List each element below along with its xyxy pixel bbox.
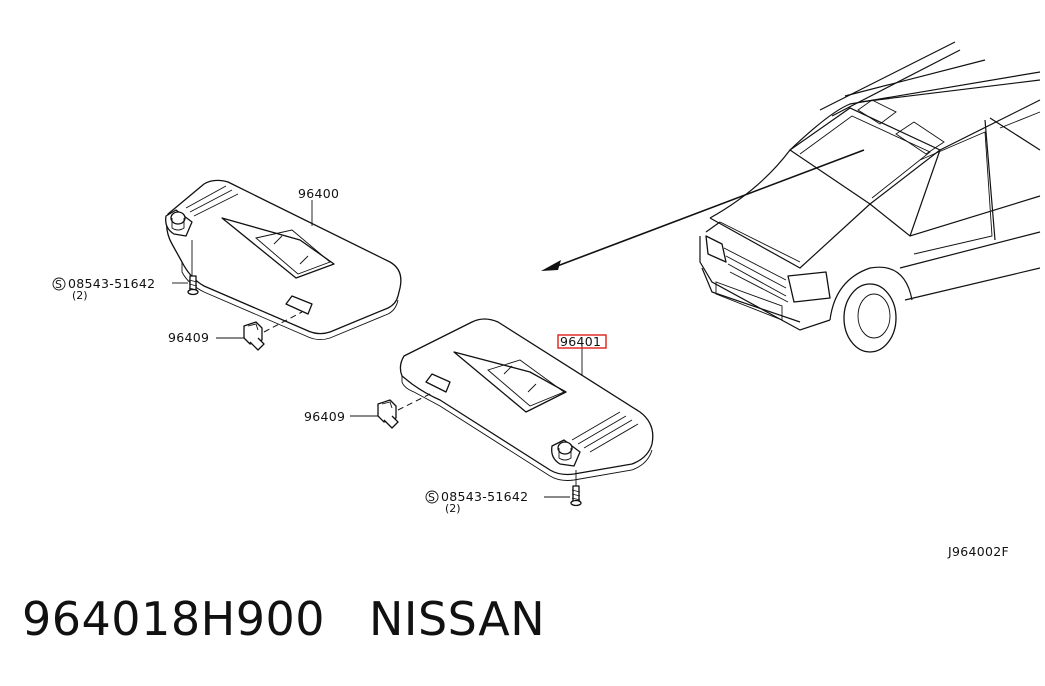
brand-name: NISSAN <box>369 592 546 646</box>
label-screw-lower-qty: (2) <box>445 502 461 515</box>
label-96409-upper: 96409 <box>168 330 209 345</box>
sun-visor-parts-diagram: 96400 S 08543-51642 (2) 96409 <box>52 41 1041 559</box>
label-96409-lower: 96409 <box>304 409 345 424</box>
clip-lower <box>350 391 435 429</box>
screw-symbol-lower <box>425 490 439 504</box>
clip-upper <box>216 311 303 351</box>
highlight-box-96401 <box>557 334 607 349</box>
screw-symbol-upper <box>52 277 66 291</box>
screw-upper <box>172 240 199 296</box>
label-96400: 96400 <box>298 186 339 201</box>
label-screw-lower: 08543-51642 <box>441 489 528 504</box>
sun-visor-right <box>399 318 654 481</box>
screw-symbol-lower-text: S <box>428 491 435 504</box>
diagram-code: J964002F <box>947 544 1009 559</box>
label-screw-upper-qty: (2) <box>72 289 88 302</box>
label-96401: 96401 <box>560 334 601 349</box>
screw-lower <box>544 470 582 507</box>
label-screw-upper: 08543-51642 <box>68 276 155 291</box>
sun-visor-left <box>165 179 402 341</box>
vehicle-illustration <box>541 41 1041 353</box>
screw-symbol-upper-text: S <box>55 278 62 291</box>
part-number: 964018H900 <box>22 592 325 646</box>
